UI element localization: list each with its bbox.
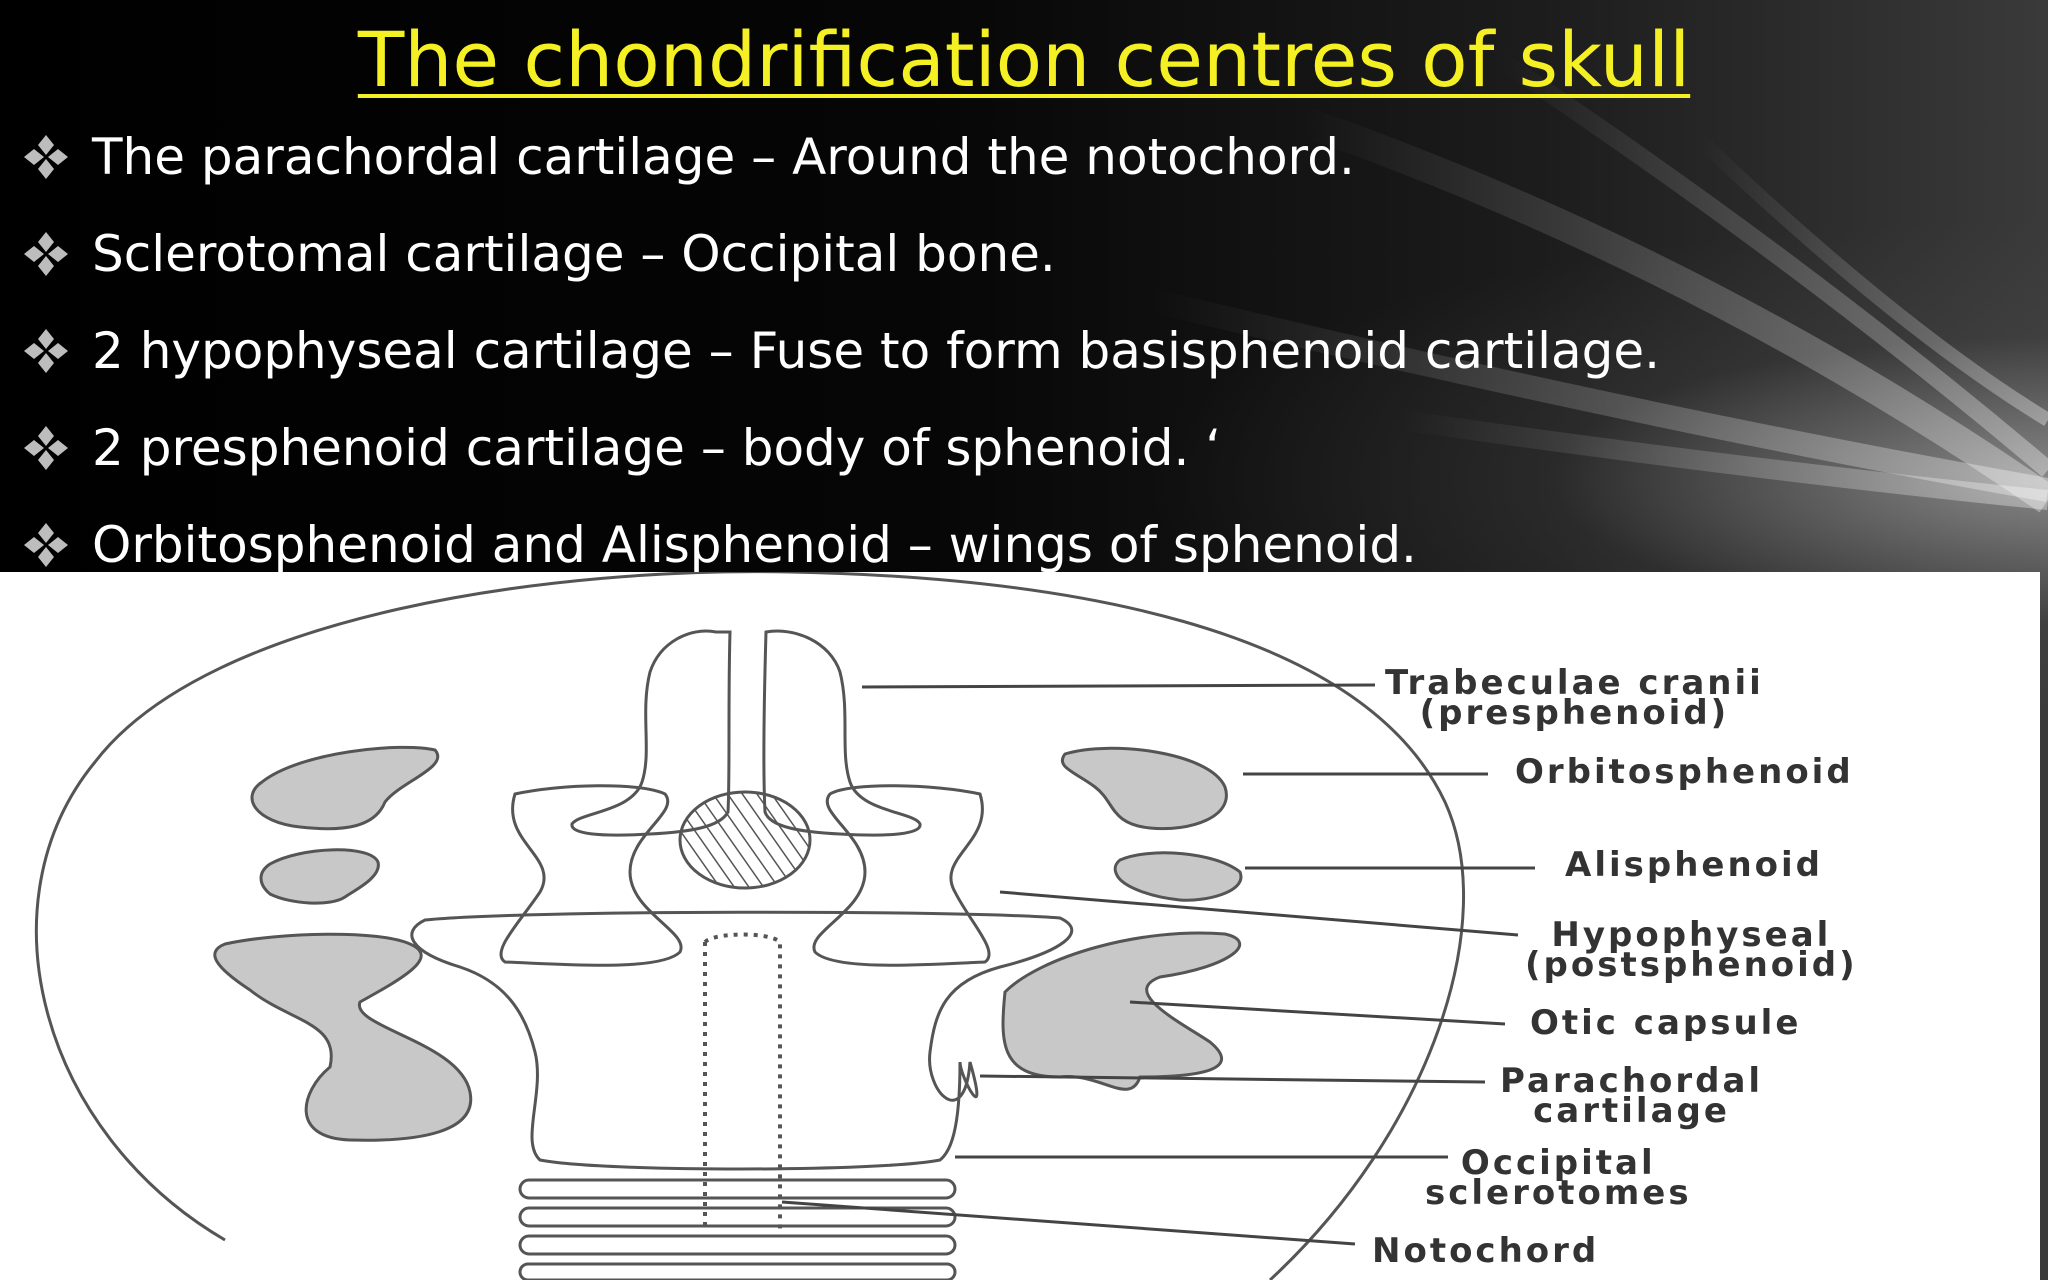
orbitosphenoid-left: [250, 745, 440, 831]
bullet-text: 2 presphenoid cartilage – body of spheno…: [92, 418, 1222, 477]
label-notochord: Notochord: [1372, 1231, 1600, 1271]
hypophysis-circle: [678, 790, 812, 890]
bullet-item: 2 presphenoid cartilage – body of spheno…: [20, 399, 2020, 496]
notochord: [703, 932, 782, 1232]
slide-title: The chondrification centres of skull: [357, 15, 1691, 104]
alisphenoid-right: [1113, 851, 1243, 902]
sclerotome-bar: [518, 1262, 957, 1280]
four-diamond-bullet-icon: [24, 425, 68, 470]
four-diamond-bullet-icon: [24, 328, 68, 373]
leader-line-otic: [1129, 1000, 1506, 1026]
orbitosphenoid-right: [1061, 746, 1228, 831]
bullet-text: 2 hypophyseal cartilage – Fuse to form b…: [92, 321, 1661, 380]
alisphenoid-left: [259, 848, 380, 905]
otic-capsule-left: [213, 932, 473, 1142]
parachordal-plate: [410, 910, 1074, 1171]
label-hypophyseal: Hypophyseal (postsphenoid): [1525, 915, 1858, 985]
label-parachordal-cartilage: Parachordal cartilage: [1500, 1061, 1764, 1131]
bullet-list: The parachordal cartilage – Around the n…: [20, 108, 2020, 593]
hypophyseal-right: [812, 784, 991, 967]
sclerotome-bar: [518, 1234, 957, 1256]
bullet-item: 2 hypophyseal cartilage – Fuse to form b…: [20, 302, 2020, 399]
sclerotome-bar: [518, 1178, 957, 1200]
leader-line-trabeculae: [861, 683, 1376, 689]
hypophyseal-left: [499, 784, 683, 967]
bullet-item: Orbitosphenoid and Alisphenoid – wings o…: [20, 496, 2020, 593]
leader-line-parachordal: [979, 1074, 1486, 1084]
label-alisphenoid: Alisphenoid: [1565, 845, 1824, 885]
four-diamond-bullet-icon: [24, 134, 68, 179]
background-light-streaks: [1147, 52, 2048, 513]
skull-chondrification-diagram: Trabeculae cranii (presphenoid) Orbitosp…: [0, 572, 2040, 1280]
leader-line-hypophyseal: [999, 890, 1519, 937]
four-diamond-bullet-icon: [24, 231, 68, 276]
label-otic-capsule: Otic capsule: [1530, 1003, 1802, 1043]
trabecula-left: [570, 629, 732, 837]
bullet-text: The parachordal cartilage – Around the n…: [92, 127, 1355, 186]
diagram-drawing: [34, 572, 1535, 1280]
trabecula-right: [762, 629, 922, 837]
label-occipital-sclerotomes: Occipital sclerotomes: [1425, 1143, 1692, 1213]
label-orbitosphenoid: Orbitosphenoid: [1515, 752, 1854, 792]
sclerotome-bar: [518, 1206, 957, 1228]
four-diamond-bullet-icon: [24, 522, 68, 567]
bullet-text: Orbitosphenoid and Alisphenoid – wings o…: [92, 515, 1417, 574]
bullet-item: Sclerotomal cartilage – Occipital bone.: [20, 205, 2020, 302]
leader-line-notochord: [781, 1200, 1356, 1246]
head-outline: [34, 572, 1465, 1280]
bullet-item: The parachordal cartilage – Around the n…: [20, 108, 2020, 205]
bullet-text: Sclerotomal cartilage – Occipital bone.: [92, 224, 1056, 283]
label-trabeculae-cranii: Trabeculae cranii (presphenoid): [1385, 663, 1764, 733]
